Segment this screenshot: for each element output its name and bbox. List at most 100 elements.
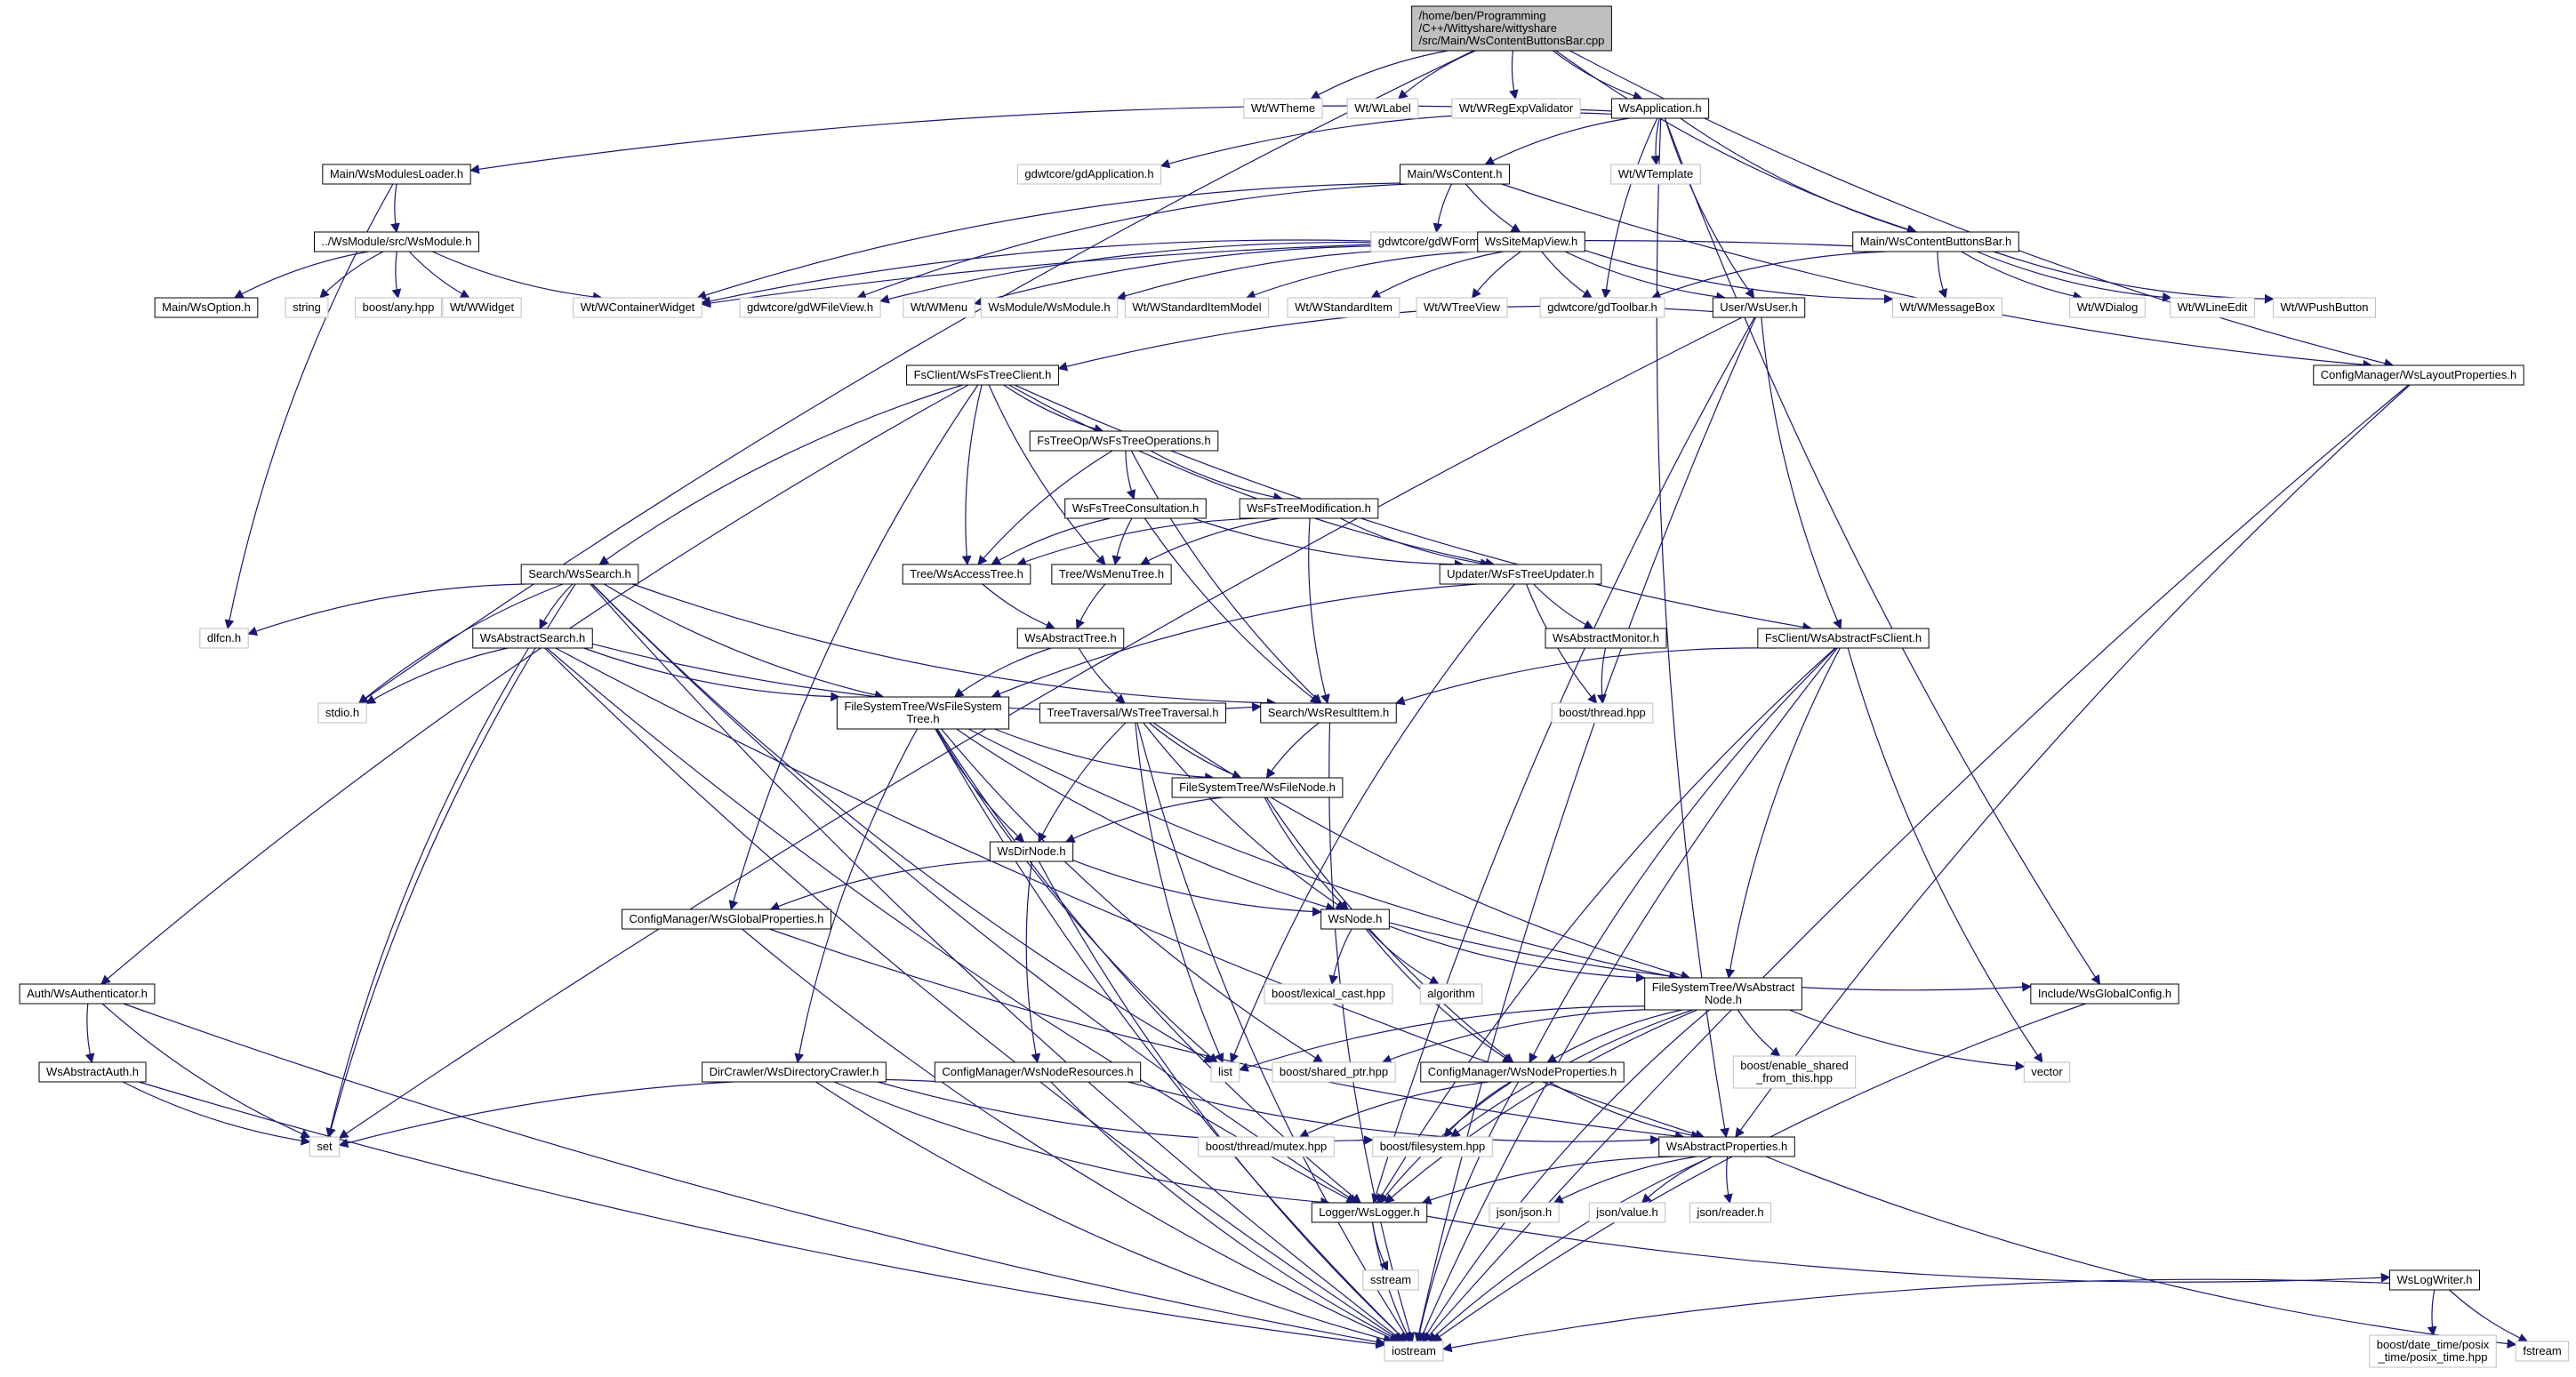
- edge-logwriter-to-fstream: [2449, 1289, 2529, 1342]
- node-label: FsTreeOp/WsFsTreeOperations.h: [1037, 434, 1211, 447]
- node-jsonvalue: json/value.h: [1588, 1202, 1666, 1223]
- edge-absprops-to-jsonvalue: [1641, 1156, 1713, 1204]
- edge-fstreeops-to-fsmodif: [1150, 450, 1283, 502]
- node-wscontent[interactable]: Main/WsContent.h: [1400, 164, 1510, 185]
- node-sharedptr: boost/shared_ptr.hpp: [1272, 1061, 1396, 1083]
- node-globalprops[interactable]: ConfigManager/WsGlobalProperties.h: [622, 909, 831, 930]
- node-list: list: [1210, 1061, 1240, 1083]
- edge-fstreeops-to-accesstree: [977, 450, 1113, 565]
- node-menutree[interactable]: Tree/WsMenuTree.h: [1051, 564, 1172, 585]
- edge-wsuser-to-iostream: [1414, 316, 1756, 1343]
- edge-treetrav-to-iostream: [1136, 722, 1410, 1342]
- node-box: [317, 702, 367, 724]
- node-wsapp[interactable]: WsApplication.h: [1610, 98, 1710, 119]
- node-box: [1346, 98, 1419, 119]
- node-globalconfig[interactable]: Include/WsGlobalConfig.h: [2030, 983, 2179, 1005]
- node-treetrav[interactable]: TreeTraversal/WsTreeTraversal.h: [1039, 702, 1227, 724]
- node-logwriter[interactable]: WsLogWriter.h: [2388, 1269, 2481, 1291]
- edge-dirnode-to-noderes: [1025, 861, 1041, 1064]
- node-noderes[interactable]: ConfigManager/WsNodeResources.h: [934, 1061, 1142, 1083]
- node-label: boost/enable_shared: [1740, 1059, 1848, 1072]
- node-label: WsDirNode.h: [997, 845, 1065, 858]
- node-nodeprops[interactable]: ConfigManager/WsNodeProperties.h: [1420, 1061, 1625, 1083]
- node-wscbb[interactable]: Main/WsContentButtonsBar.h: [1852, 231, 2019, 252]
- node-box: [1320, 909, 1390, 930]
- node-layoutprops[interactable]: ConfigManager/WsLayoutProperties.h: [2313, 364, 2524, 386]
- node-dirnode[interactable]: WsDirNode.h: [989, 841, 1074, 862]
- node-gdtoolbar: gdwtcore/gdToolbar.h: [1539, 297, 1665, 318]
- node-absfsclient[interactable]: FsClient/WsAbstractFsClient.h: [1757, 628, 1930, 649]
- edge-fstree-to-dircrawler: [794, 728, 919, 1064]
- node-label: string: [293, 300, 321, 314]
- node-box: [739, 297, 881, 318]
- node-label: gdwtcore/gdWFileView.h: [747, 300, 873, 314]
- node-posixtime: boost/date_time/posix_time/posix_time.hp…: [2369, 1334, 2497, 1368]
- node-absauth[interactable]: WsAbstractAuth.h: [38, 1061, 147, 1083]
- node-updater[interactable]: Updater/WsFsTreeUpdater.h: [1439, 564, 1602, 585]
- edge-root-to-layoutprops: [1569, 50, 2395, 368]
- edge-sitemap-to-wsuser: [1564, 251, 1727, 302]
- node-box: [1064, 498, 1207, 519]
- node-box: [1171, 777, 1344, 798]
- node-wsmodule[interactable]: ../WsModule/src/WsModule.h: [313, 231, 480, 252]
- edge-dircrawler-to-iostream: [815, 1081, 1393, 1344]
- node-modloader[interactable]: Main/WsModulesLoader.h: [322, 164, 471, 185]
- node-label: _from_this.hpp: [1755, 1071, 1833, 1085]
- node-filenode[interactable]: FileSystemTree/WsFileNode.h: [1171, 777, 1344, 798]
- node-search[interactable]: Search/WsSearch.h: [520, 564, 639, 585]
- node-abstractsearch[interactable]: WsAbstractSearch.h: [472, 628, 593, 649]
- node-label: json/reader.h: [1696, 1205, 1763, 1219]
- node-label: ../WsModule/src/WsModule.h: [321, 235, 471, 248]
- node-fstreeops[interactable]: FsTreeOp/WsFsTreeOperations.h: [1029, 430, 1219, 452]
- node-label: Tree.h: [906, 712, 939, 725]
- node-wsoption[interactable]: Main/WsOption.h: [154, 297, 259, 318]
- node-wtheme: Wt/WTheme: [1243, 98, 1323, 119]
- edge-wsapp-to-wscbb: [1680, 117, 1917, 235]
- edge-abstractsearch-to-iostream: [544, 647, 1403, 1342]
- node-box: [1198, 1136, 1335, 1157]
- edge-fsmodif-to-resultitem: [1308, 517, 1330, 705]
- node-label: Wt/WRegExpValidator: [1459, 101, 1574, 115]
- node-resultitem[interactable]: Search/WsResultItem.h: [1260, 702, 1397, 724]
- node-label: Updater/WsFsTreeUpdater.h: [1447, 567, 1594, 580]
- node-label: FsClient/WsFsTreeClient.h: [914, 368, 1052, 381]
- node-label: ConfigManager/WsGlobalProperties.h: [630, 912, 824, 925]
- edge-fstree-to-wsnode: [956, 728, 1336, 912]
- node-label: /home/ben/Programming: [1419, 9, 1546, 22]
- node-logger[interactable]: Logger/WsLogger.h: [1311, 1202, 1428, 1223]
- node-wsnode[interactable]: WsNode.h: [1320, 909, 1390, 930]
- node-fsmodif[interactable]: WsFsTreeModification.h: [1239, 498, 1379, 519]
- edge-absnode-to-vector: [1789, 1009, 2026, 1071]
- edge-menutree-to-abstracttree: [1075, 583, 1106, 629]
- node-wsuser[interactable]: User/WsUser.h: [1712, 297, 1806, 318]
- node-box: [906, 364, 1059, 386]
- edge-fstreeclient-to-search: [598, 384, 963, 565]
- node-root[interactable]: /home/ben/Programming/C++/Wittyshare/wit…: [1411, 5, 1612, 52]
- node-label: Wt/WMessageBox: [1900, 300, 1995, 314]
- edge-updater-to-fstree: [991, 583, 1479, 699]
- node-absmonitor[interactable]: WsAbstractMonitor.h: [1545, 628, 1667, 649]
- edge-wscbb-to-wmsgbox: [1937, 251, 1948, 300]
- node-absprops[interactable]: WsAbstractProperties.h: [1658, 1136, 1795, 1157]
- node-box: [38, 1061, 147, 1083]
- node-label: dlfcn.h: [207, 631, 241, 644]
- node-fsconsult[interactable]: WsFsTreeConsultation.h: [1064, 498, 1207, 519]
- node-box: [1757, 628, 1930, 649]
- node-box: [442, 297, 522, 318]
- node-box: [1732, 1055, 1857, 1089]
- node-fstreeclient[interactable]: FsClient/WsFsTreeClient.h: [906, 364, 1059, 386]
- edge-fsmodif-to-updater: [1340, 517, 1490, 568]
- node-abstracttree[interactable]: WsAbstractTree.h: [1016, 628, 1125, 649]
- edge-abstracttree-to-fstree: [953, 647, 1052, 698]
- edge-absnode-to-enableshared: [1737, 1009, 1781, 1057]
- edge-authent-to-absauth: [84, 1003, 95, 1064]
- node-accesstree[interactable]: Tree/WsAccessTree.h: [902, 564, 1031, 585]
- edge-fstree-to-logger: [936, 728, 1362, 1204]
- node-label: Wt/WContainerWidget: [581, 300, 695, 314]
- node-sitemap[interactable]: WsSiteMapView.h: [1477, 231, 1585, 252]
- node-dircrawler[interactable]: DirCrawler/WsDirectoryCrawler.h: [702, 1061, 887, 1083]
- node-box: [520, 564, 639, 585]
- node-authent[interactable]: Auth/WsAuthenticator.h: [19, 983, 156, 1005]
